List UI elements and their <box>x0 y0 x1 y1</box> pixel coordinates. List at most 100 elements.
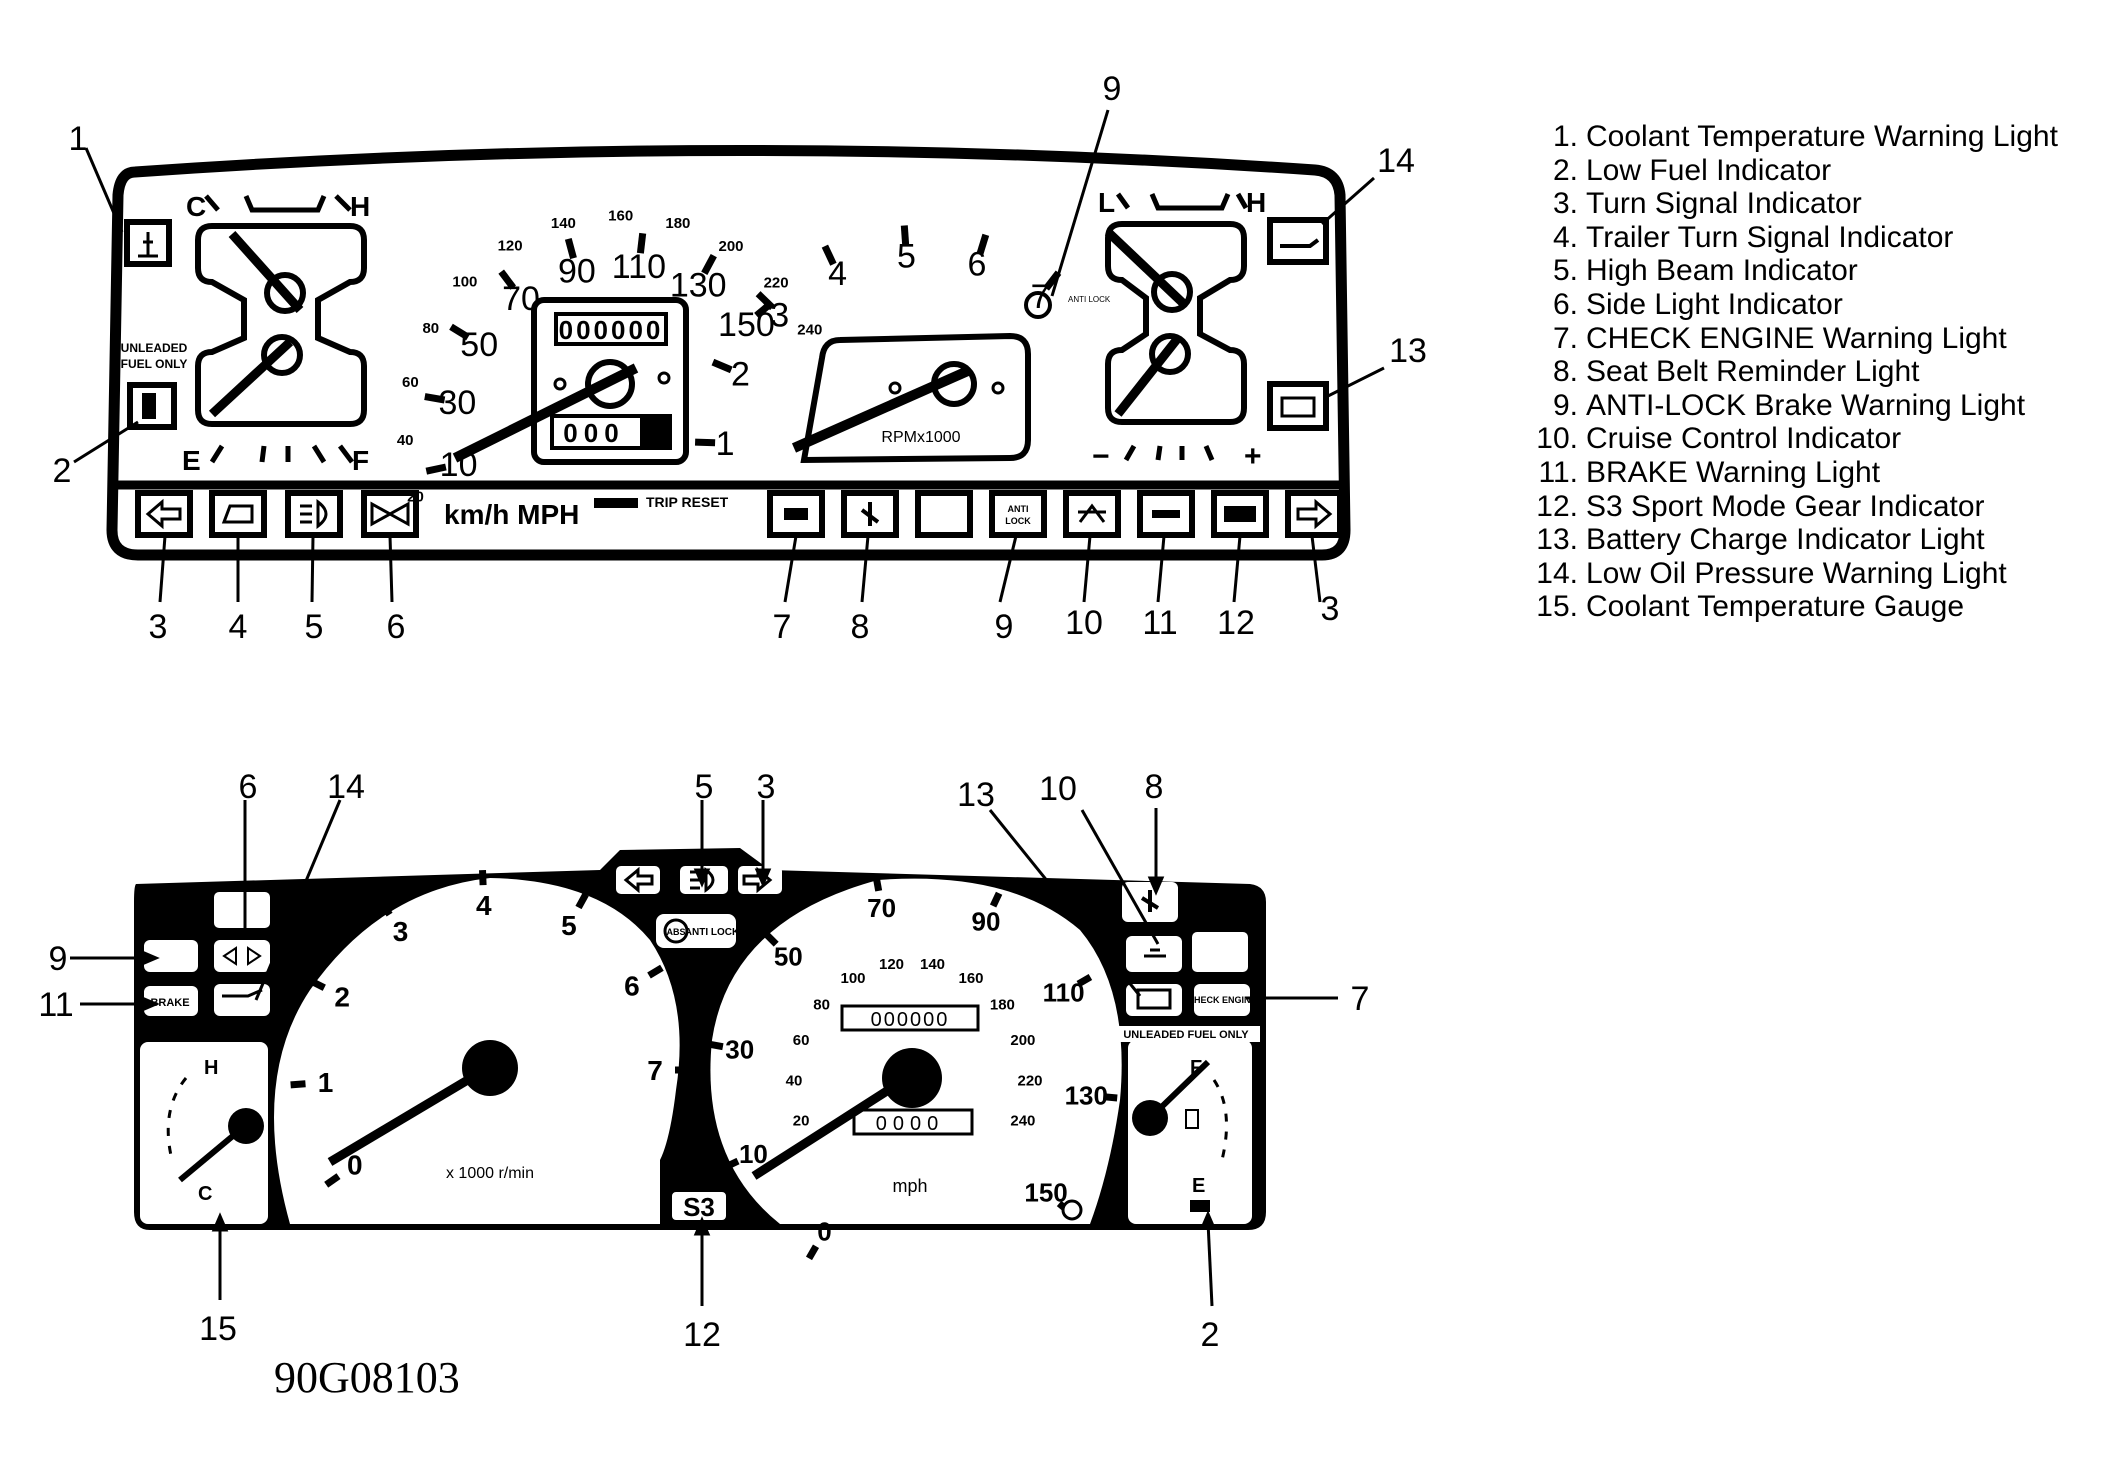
scale-label: 4 <box>476 890 492 921</box>
scale-tick <box>324 1173 341 1188</box>
top-odometer: 000000 <box>559 315 664 345</box>
top-callout-numbers: 1 9 14 13 2 3 4 5 6 7 8 9 10 11 12 3 <box>53 70 1427 646</box>
legend-item: 13.Battery Charge Indicator Light <box>1536 523 1985 557</box>
blank-indicator <box>915 490 973 538</box>
s3-mode-icon <box>1211 490 1269 538</box>
scale-tick <box>647 964 664 979</box>
right-turn-signal-icon <box>1285 490 1343 538</box>
bottom-abs-icon <box>663 918 689 944</box>
callout-4-top: 4 <box>229 608 248 646</box>
temp-h-label: H <box>350 191 370 222</box>
check-engine-icon <box>767 490 825 538</box>
callout-9-bottom: 9 <box>49 940 68 978</box>
unleaded-label-2: FUEL ONLY <box>121 357 188 371</box>
scale-label: 90 <box>972 907 1001 937</box>
scale-label: 100 <box>840 970 865 987</box>
scale-label: 200 <box>718 238 743 255</box>
scale-label: 6 <box>624 971 640 1002</box>
legend-list: 1.Coolant Temperature Warning Light 2.Lo… <box>1520 120 2058 624</box>
bottom-cruise-icon <box>1144 948 1166 958</box>
bottom-callout-numbers: 6 14 5 3 13 10 8 9 11 7 15 12 2 <box>38 768 1369 1354</box>
scale-label: 60 <box>402 374 419 391</box>
scale-label: 6 <box>968 245 987 283</box>
scale-label: 220 <box>764 274 789 291</box>
bottom-side-light-icon <box>222 946 262 966</box>
scale-label: 160 <box>958 970 983 987</box>
oil-battery-gauge: L H − + <box>1092 187 1266 473</box>
top-indicator-bar: km/h MPH TRIP RESET ANTI LOCK <box>135 490 1343 538</box>
callout-1: 1 <box>69 120 88 158</box>
scale-label: 70 <box>867 893 896 923</box>
scale-tick <box>575 892 589 910</box>
scale-tick <box>290 1080 306 1089</box>
callout-3-top-right: 3 <box>1321 590 1340 628</box>
scale-tick <box>989 891 1003 908</box>
bottom-brake-text: BRAKE <box>150 997 189 1009</box>
scale-label: 0 <box>817 1217 831 1247</box>
brake-warning-icon <box>1137 490 1195 538</box>
scale-label: 7 <box>1031 278 1050 316</box>
bottom-low-fuel-icon <box>1190 1200 1210 1212</box>
scale-label: 5 <box>897 237 916 275</box>
bottom-oil-pressure-icon <box>222 988 263 998</box>
scale-label: 2 <box>334 981 350 1012</box>
svg-text:LOCK: LOCK <box>1005 516 1031 526</box>
scale-label: 0 <box>347 1149 363 1180</box>
scale-label: 10 <box>440 446 478 484</box>
bottom-blank-window-2 <box>1192 932 1248 972</box>
scale-label: 3 <box>393 916 409 947</box>
bottom-abs-text: ABS <box>666 927 685 937</box>
scale-label: 7 <box>647 1055 663 1086</box>
bottom-tach-needle <box>327 1052 511 1166</box>
callout-9-bar: 9 <box>995 608 1014 646</box>
top-cluster: C H E F UNLEADED FUEL ONLY 000000 000 20… <box>53 70 1427 646</box>
bottom-side-light-window <box>214 940 270 972</box>
top-anti-lock-text: ANTI LOCK <box>1068 295 1111 304</box>
bottom-odometer-box <box>840 1004 980 1032</box>
legend-item: 12.S3 Sport Mode Gear Indicator <box>1536 489 1985 523</box>
rpm-label: RPMx1000 <box>881 429 960 446</box>
top-callout-lines <box>73 109 1385 603</box>
scale-label: 1 <box>318 1067 334 1098</box>
bottom-unit-label: mph <box>892 1176 927 1196</box>
legend-item: 4.Trailer Turn Signal Indicator <box>1552 220 1954 254</box>
bottom-s3-label: S3 <box>683 1192 715 1222</box>
seat-belt-icon <box>841 490 899 538</box>
scale-tick <box>755 291 775 311</box>
callout-3-top-left: 3 <box>149 608 168 646</box>
bottom-check-engine-window <box>1194 984 1250 1016</box>
callout-6-bottom: 6 <box>239 768 258 806</box>
scale-label: 220 <box>1017 1072 1042 1089</box>
callout-6-top: 6 <box>387 608 406 646</box>
legend-item: 7.CHECK ENGINE Warning Light <box>1552 321 2007 355</box>
scale-label: 80 <box>813 996 830 1013</box>
bottom-temp-gauge-box <box>140 1042 268 1224</box>
scale-tick <box>900 225 910 246</box>
callout-8-top: 8 <box>851 608 870 646</box>
bottom-callout-lines <box>70 799 1338 1307</box>
callout-7-top: 7 <box>773 608 792 646</box>
legend-item: 11.BRAKE Warning Light <box>1538 455 1881 489</box>
callout-14-bottom: 14 <box>327 768 365 806</box>
trip-reset-label: TRIP RESET <box>646 494 729 510</box>
legend-item: 10.Cruise Control Indicator <box>1536 422 1902 456</box>
scale-label: 30 <box>438 384 476 422</box>
callout-9-top: 9 <box>1103 70 1122 108</box>
temp-c-label: C <box>186 191 206 222</box>
scale-label: 240 <box>797 321 822 338</box>
scale-tick <box>805 1244 820 1261</box>
bottom-fuel-e: E <box>1192 1175 1205 1197</box>
bottom-temp-needle <box>178 1117 254 1183</box>
scale-tick <box>449 323 470 341</box>
left-turn-signal-icon <box>135 490 193 538</box>
scale-label: 180 <box>990 996 1015 1013</box>
scale-label: 1 <box>716 425 735 463</box>
scale-tick <box>424 393 446 404</box>
trailer-turn-signal-icon <box>209 490 267 538</box>
scale-tick <box>479 869 487 886</box>
scale-label: 4 <box>828 255 847 293</box>
scale-label: 140 <box>551 215 576 232</box>
scale-label: 120 <box>879 956 904 973</box>
